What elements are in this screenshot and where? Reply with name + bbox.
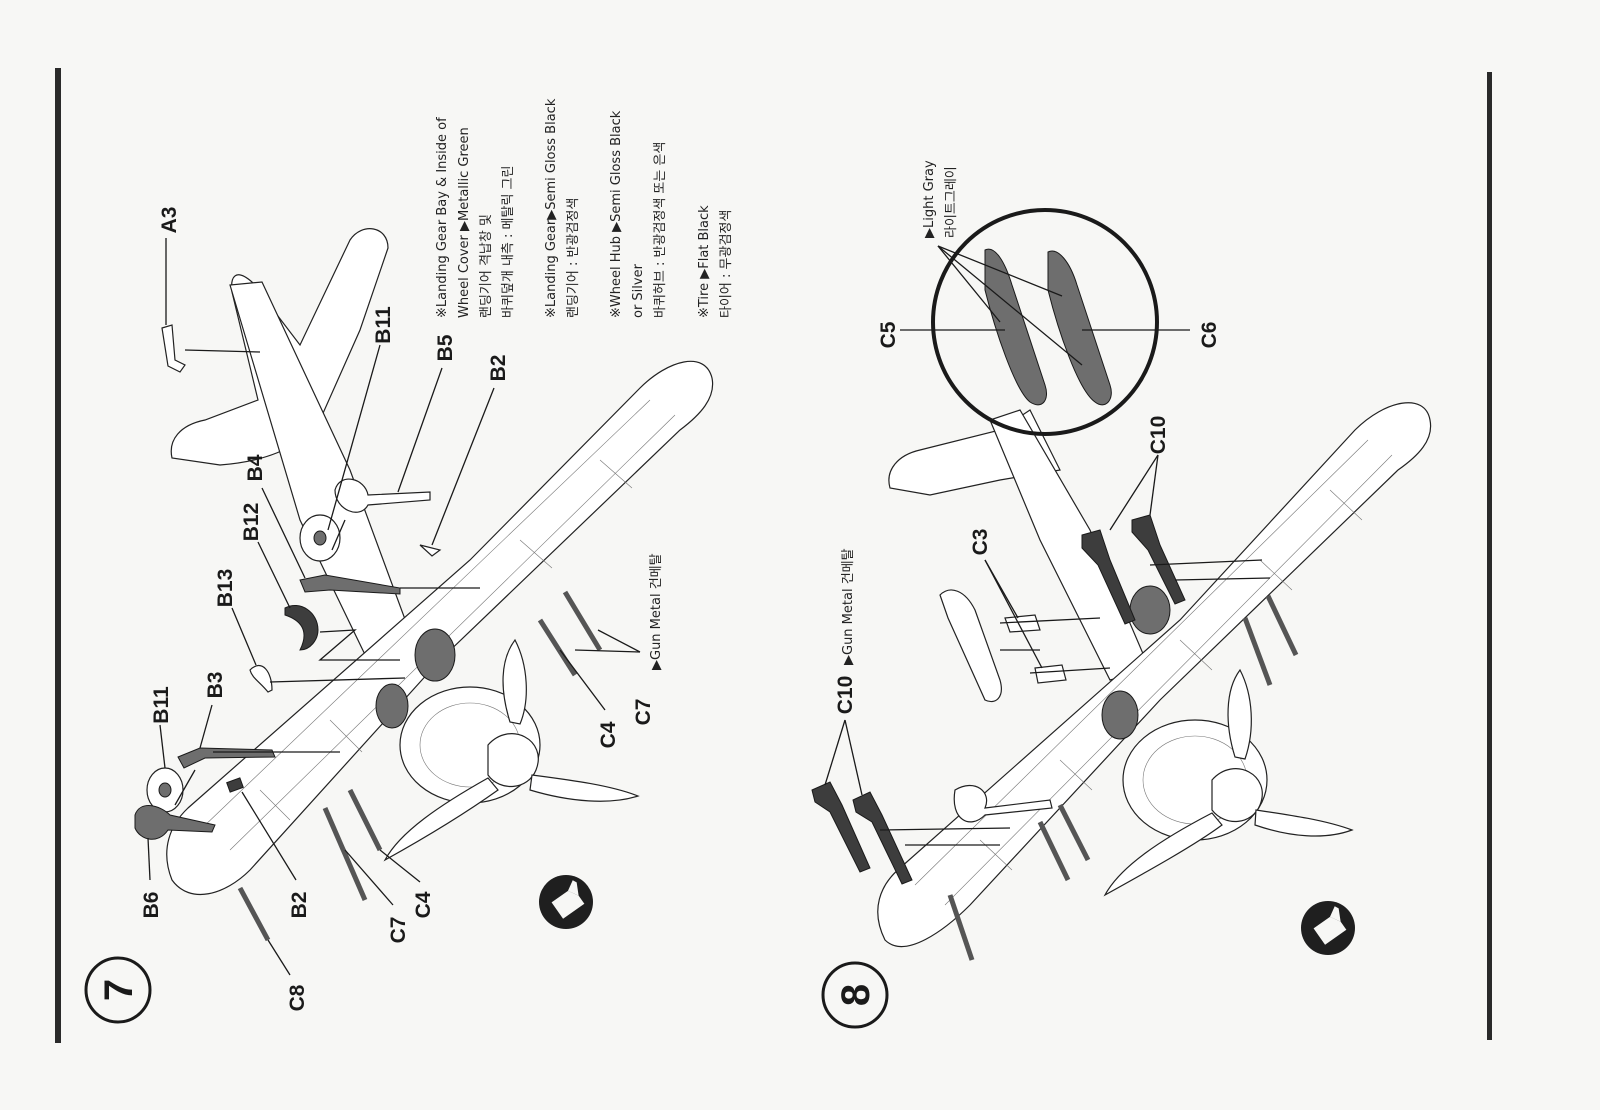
label-c4-left: C4 xyxy=(412,891,435,918)
left-border-bar xyxy=(55,68,61,1043)
label-b2-right: B2 xyxy=(487,355,510,382)
label-b3: B3 xyxy=(204,672,227,699)
label-c7-left: C7 xyxy=(387,917,410,944)
wheel-cover-b6 xyxy=(134,805,216,840)
tail-wheel-a3 xyxy=(161,324,186,373)
drop-tank xyxy=(939,589,1002,703)
label-c5: C5 xyxy=(877,321,900,348)
light-gray-note-l1: ▶Light Gray xyxy=(922,160,937,238)
spinner-7 xyxy=(487,733,539,788)
label-c4-right: C4 xyxy=(597,721,620,748)
assembly-lines-7 xyxy=(174,349,480,806)
note-landing-gear-l2: 랜딩기어 : 반광검정색 xyxy=(566,198,581,318)
step-7-number: 7 xyxy=(97,979,141,1001)
note-tire-l1: ※Tire ▶Flat Black xyxy=(697,205,712,318)
step-8-badge xyxy=(821,961,889,1029)
note-gear-bay-l2: Wheel Cover ▶Metallic Green xyxy=(457,127,472,318)
gear-bay-left-8 xyxy=(1101,690,1139,740)
note-wheel-hub-l2: or Silver xyxy=(631,263,646,318)
label-b2-left: B2 xyxy=(288,892,311,919)
prop-blade-lower-8 xyxy=(1103,812,1223,897)
gear-door-b2-right xyxy=(419,544,442,557)
paint-notes: ※Landing Gear Bay & Inside of Wheel Cove… xyxy=(435,98,734,318)
note-gear-bay-l1: ※Landing Gear Bay & Inside of xyxy=(435,117,450,318)
note-wheel-hub-l3: 바퀴허브 : 반광검정색 또는 은색 xyxy=(653,142,668,318)
wheel-cover-b5 xyxy=(334,478,431,513)
gear-bay-left-7 xyxy=(375,683,409,729)
prop-blade-right-7 xyxy=(529,774,640,802)
glue-bottle-icon xyxy=(1301,901,1355,955)
gear-bay-right-8 xyxy=(1129,585,1171,635)
gun-metal-note-7: ▶Gun Metal 건메탈 xyxy=(649,553,664,670)
label-c8: C8 xyxy=(286,984,309,1011)
label-c3: C3 xyxy=(969,529,992,556)
note-landing-gear-l1: ※Landing Gear▶Semi Gloss Black xyxy=(544,98,559,318)
note-gear-bay-l3: 랜딩기어 격납창 및 xyxy=(479,214,494,318)
assembly-lines-8 xyxy=(879,559,1271,846)
note-tire-l2: 타이어 : 무광검정색 xyxy=(719,210,734,318)
pylon-c3-b xyxy=(1034,664,1067,684)
glue-bottle-icon xyxy=(539,875,593,929)
rocket-c10-right-b xyxy=(1131,514,1186,605)
label-c10-right: C10 xyxy=(1147,416,1170,455)
label-b12: B12 xyxy=(240,503,263,542)
step-8-labels: C5 C6 C10 C3 C10 ▶Gun Metal 건메탈 ▶Light G… xyxy=(824,160,1221,796)
door-b13 xyxy=(249,664,273,693)
fuselage-tail-8 xyxy=(989,409,1151,681)
step-7: 7 xyxy=(84,98,734,1024)
step-7-badge xyxy=(84,956,152,1024)
gun-barrels-8 xyxy=(947,594,1299,961)
wheel-hub-b11-right xyxy=(313,530,327,546)
door-b12 xyxy=(284,605,319,651)
label-b5: B5 xyxy=(434,334,457,361)
gun-metal-note-8: ▶Gun Metal 건메탈 xyxy=(841,548,856,665)
label-a3: A3 xyxy=(158,207,181,234)
aircraft-step-7 xyxy=(134,228,714,942)
gear-bay-right-7 xyxy=(414,628,456,682)
right-border-bar xyxy=(1487,72,1492,1040)
wing-panel-lines-8 xyxy=(914,439,1393,906)
label-b6: B6 xyxy=(140,892,163,919)
aircraft-step-8 xyxy=(811,402,1432,961)
label-b11-upper: B11 xyxy=(372,306,395,344)
prop-blade-lower-7 xyxy=(383,777,499,862)
prop-blade-upper-7 xyxy=(502,638,527,725)
label-c6: C6 xyxy=(1198,322,1221,349)
tank-half-c5 xyxy=(984,248,1047,406)
wheel-hub-b11-left xyxy=(158,782,172,798)
gear-door-b2-left xyxy=(226,777,244,793)
light-gray-note-l2: 라이트그레이 xyxy=(944,166,959,238)
label-b4: B4 xyxy=(244,454,267,481)
step-8-number: 8 xyxy=(834,984,878,1006)
rocket-c10-left-a xyxy=(811,781,871,873)
rocket-c10-left-b xyxy=(852,791,913,885)
label-b13: B13 xyxy=(214,569,237,608)
step-8: 8 xyxy=(811,160,1432,1029)
pylon-c3-a xyxy=(1004,614,1041,633)
detail-inset-c5-c6 xyxy=(900,208,1190,436)
gun-barrels-7 xyxy=(237,590,603,942)
label-c10-left: C10 xyxy=(834,676,857,715)
note-wheel-hub-l1: ※Wheel Hub ▶Semi Gloss Black xyxy=(609,110,624,318)
label-c7-right: C7 xyxy=(632,699,655,726)
step-7-labels: A3 B11 B5 B2 B4 B12 B13 B3 B11 B6 B2 C8 … xyxy=(140,207,664,1012)
gear-leg-b4 xyxy=(299,574,401,595)
spinner-8 xyxy=(1211,768,1263,823)
label-b11-lower: B11 xyxy=(150,686,173,724)
prop-blade-right-8 xyxy=(1254,809,1354,837)
tank-half-c6 xyxy=(1047,250,1112,406)
prop-blade-upper-8 xyxy=(1227,668,1252,760)
rocket-c10-right-a xyxy=(1081,529,1136,625)
installed-gear-8 xyxy=(953,784,1053,823)
note-gear-bay-l4: 바퀴덮개 내측 : 메탈릭 그린 xyxy=(501,166,516,318)
